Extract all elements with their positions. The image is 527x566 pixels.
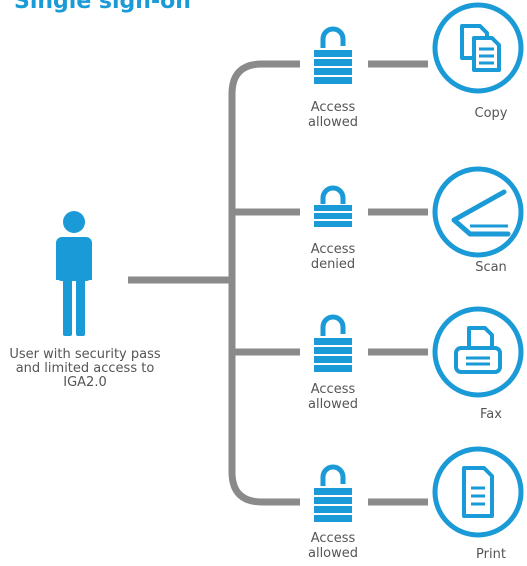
print-icon [432,446,524,538]
branch-status-copy: Access allowed [307,100,359,130]
branch-status-scan: Access denied [310,242,356,272]
open-padlock-icon [314,464,352,522]
fax-icon [432,306,524,398]
device-label-copy: Copy [474,106,508,121]
branch-status-fax: Access allowed [307,382,359,412]
closed-padlock-icon [314,185,352,227]
user-label: User with security pass and limited acce… [9,347,161,390]
open-padlock-icon [314,26,352,84]
user-icon [56,211,92,336]
diagram-title: Single sign-on [14,0,191,14]
device-label-print: Print [476,547,506,562]
scan-icon [432,166,524,258]
device-label-scan: Scan [475,260,507,275]
copy-icon [432,2,524,94]
trunk-connector [228,60,300,506]
device-label-fax: Fax [480,407,502,422]
branch-status-print: Access allowed [307,531,359,561]
open-padlock-icon [314,314,352,372]
connectors [128,60,428,506]
